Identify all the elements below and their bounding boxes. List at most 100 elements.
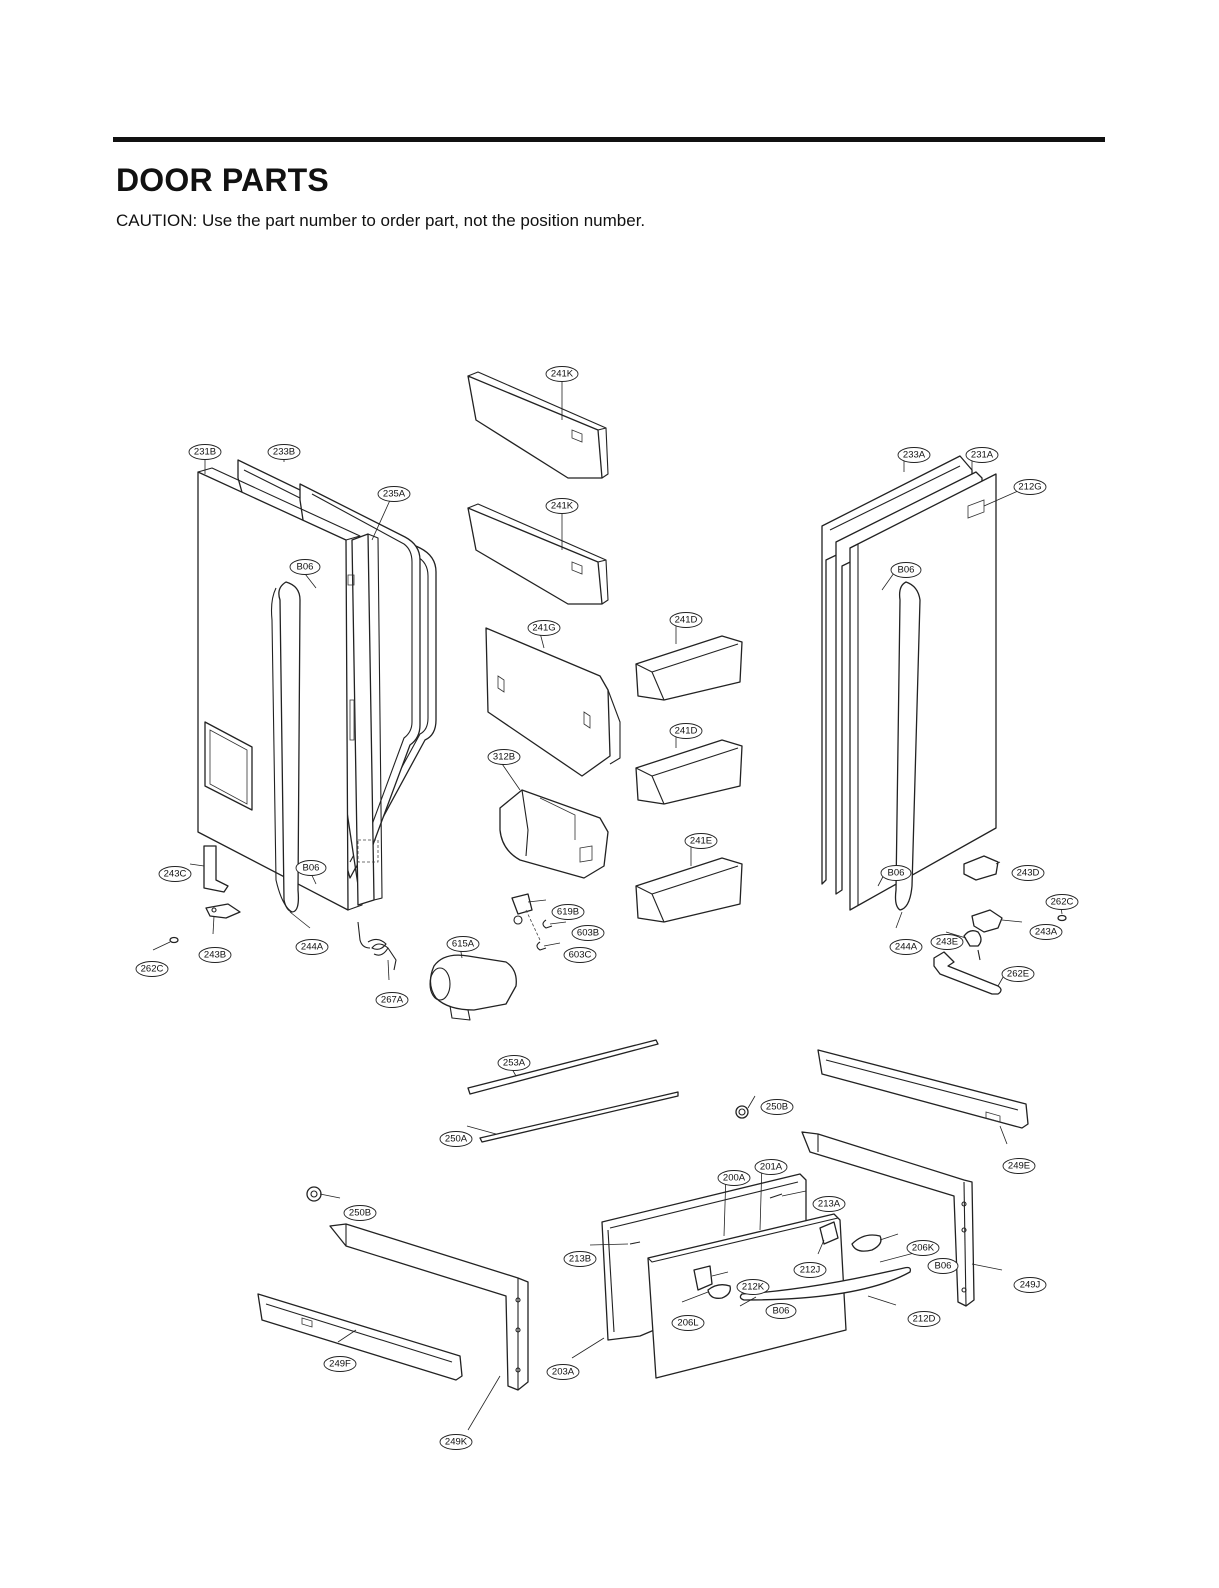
svg-text:212D: 212D <box>913 1314 936 1325</box>
callout-213a: 213A <box>812 1196 846 1212</box>
callout-241e: 241E <box>684 833 718 849</box>
clip-603c <box>536 941 547 951</box>
callout-b06-left-bottom: B06 <box>295 860 327 876</box>
svg-text:203A: 203A <box>552 1367 575 1378</box>
svg-text:243A: 243A <box>1035 927 1058 938</box>
page-title: DOOR PARTS <box>116 162 329 198</box>
slide-rail-249e <box>817 1049 1029 1129</box>
shelf-241d-1 <box>635 635 743 701</box>
left-washer-262c <box>169 936 179 944</box>
screw-213a <box>769 1193 783 1199</box>
callout-253a: 253A <box>497 1055 531 1071</box>
svg-text:262C: 262C <box>141 964 164 975</box>
callout-250b-right: 250B <box>760 1099 794 1115</box>
gear-250b-left <box>306 1186 322 1202</box>
callout-243d: 243D <box>1011 865 1045 881</box>
callout-203a: 203A <box>546 1364 580 1380</box>
shelf-241e <box>635 857 743 923</box>
svg-text:241K: 241K <box>551 369 574 380</box>
callout-267a: 267A <box>375 992 409 1008</box>
right-hinge-243d <box>963 855 999 881</box>
water-filter-615a <box>429 954 517 1021</box>
right-door-handle-244a <box>894 581 921 911</box>
svg-text:B06: B06 <box>297 562 314 573</box>
left-hinge-243b <box>205 903 241 919</box>
callout-244a-right: 244A <box>889 939 923 955</box>
callout-244a-left: 244A <box>295 939 329 955</box>
spring-267a <box>357 921 397 971</box>
callout-241k-top: 241K <box>545 366 579 382</box>
hinge-cap-243e <box>963 930 982 961</box>
callout-603b: 603B <box>571 925 605 941</box>
gear-250b-right <box>735 1105 749 1119</box>
right-washer-262c <box>1057 914 1067 922</box>
svg-text:243D: 243D <box>1017 868 1040 879</box>
callout-233a: 233A <box>897 447 931 463</box>
svg-text:243C: 243C <box>164 869 187 880</box>
callout-603c: 603C <box>563 947 597 963</box>
svg-text:213A: 213A <box>818 1199 841 1210</box>
drawer-bracket-249k <box>329 1223 529 1391</box>
callout-b06-right-bottom: B06 <box>880 865 912 881</box>
callout-243c: 243C <box>158 866 192 882</box>
callout-212k: 212K <box>736 1279 770 1295</box>
callout-262c-left: 262C <box>135 961 169 977</box>
bin-312b <box>499 789 609 879</box>
callout-b06-left-top: B06 <box>289 559 321 575</box>
svg-text:B06: B06 <box>935 1261 952 1272</box>
door-bin-241k-top <box>467 371 609 479</box>
callout-212d: 212D <box>907 1311 941 1327</box>
handle-cap-206k <box>851 1234 882 1252</box>
callout-b06-right-top: B06 <box>890 562 922 578</box>
svg-text:249J: 249J <box>1020 1280 1041 1291</box>
door-bin-241k-mid <box>467 503 609 605</box>
svg-text:615A: 615A <box>452 939 475 950</box>
svg-text:212J: 212J <box>800 1265 821 1276</box>
callout-615a: 615A <box>446 936 480 952</box>
water-valve-619b <box>511 893 541 941</box>
callout-212j: 212J <box>793 1262 827 1278</box>
callout-262e: 262E <box>1001 966 1035 982</box>
svg-text:241D: 241D <box>675 726 698 737</box>
left-door-hinge-bar-235a <box>347 533 383 906</box>
callout-249j: 249J <box>1013 1277 1047 1293</box>
callout-619b: 619B <box>551 904 585 920</box>
svg-text:200A: 200A <box>723 1173 746 1184</box>
callout-312b: 312B <box>487 749 521 765</box>
callout-241g: 241G <box>527 620 561 636</box>
svg-text:250B: 250B <box>349 1208 371 1219</box>
svg-text:250A: 250A <box>445 1134 468 1145</box>
callout-231b: 231B <box>188 444 222 460</box>
svg-text:619B: 619B <box>557 907 579 918</box>
svg-text:267A: 267A <box>381 995 404 1006</box>
callout-241k-mid: 241K <box>545 498 579 514</box>
callout-b06-drawer: B06 <box>927 1258 959 1274</box>
drawer-handle-212d <box>739 1266 912 1301</box>
screw-213b <box>629 1241 641 1245</box>
callout-201a: 201A <box>754 1159 788 1175</box>
left-door-handle-244a <box>270 581 301 913</box>
callout-212g: 212G <box>1013 479 1047 495</box>
handle-cap-206l <box>707 1284 731 1299</box>
svg-text:233B: 233B <box>273 447 295 458</box>
bracket-212j <box>819 1221 839 1245</box>
header-rule <box>113 137 1105 142</box>
callout-243e: 243E <box>930 934 964 950</box>
svg-text:249K: 249K <box>445 1437 468 1448</box>
svg-text:213B: 213B <box>569 1254 591 1265</box>
svg-text:603B: 603B <box>577 928 599 939</box>
callout-262c-right: 262C <box>1045 894 1079 910</box>
right-hinge-243a <box>971 909 1003 933</box>
svg-text:B06: B06 <box>303 863 320 874</box>
svg-text:253A: 253A <box>503 1058 526 1069</box>
rail-253a <box>467 1039 659 1095</box>
svg-text:241D: 241D <box>675 615 698 626</box>
svg-text:212G: 212G <box>1018 482 1041 493</box>
svg-text:262C: 262C <box>1051 897 1074 908</box>
callout-b06-handle: B06 <box>765 1303 797 1319</box>
callout-249f: 249F <box>323 1356 357 1372</box>
callout-250a: 250A <box>439 1131 473 1147</box>
svg-text:206K: 206K <box>912 1243 935 1254</box>
callout-249k: 249K <box>439 1434 473 1450</box>
